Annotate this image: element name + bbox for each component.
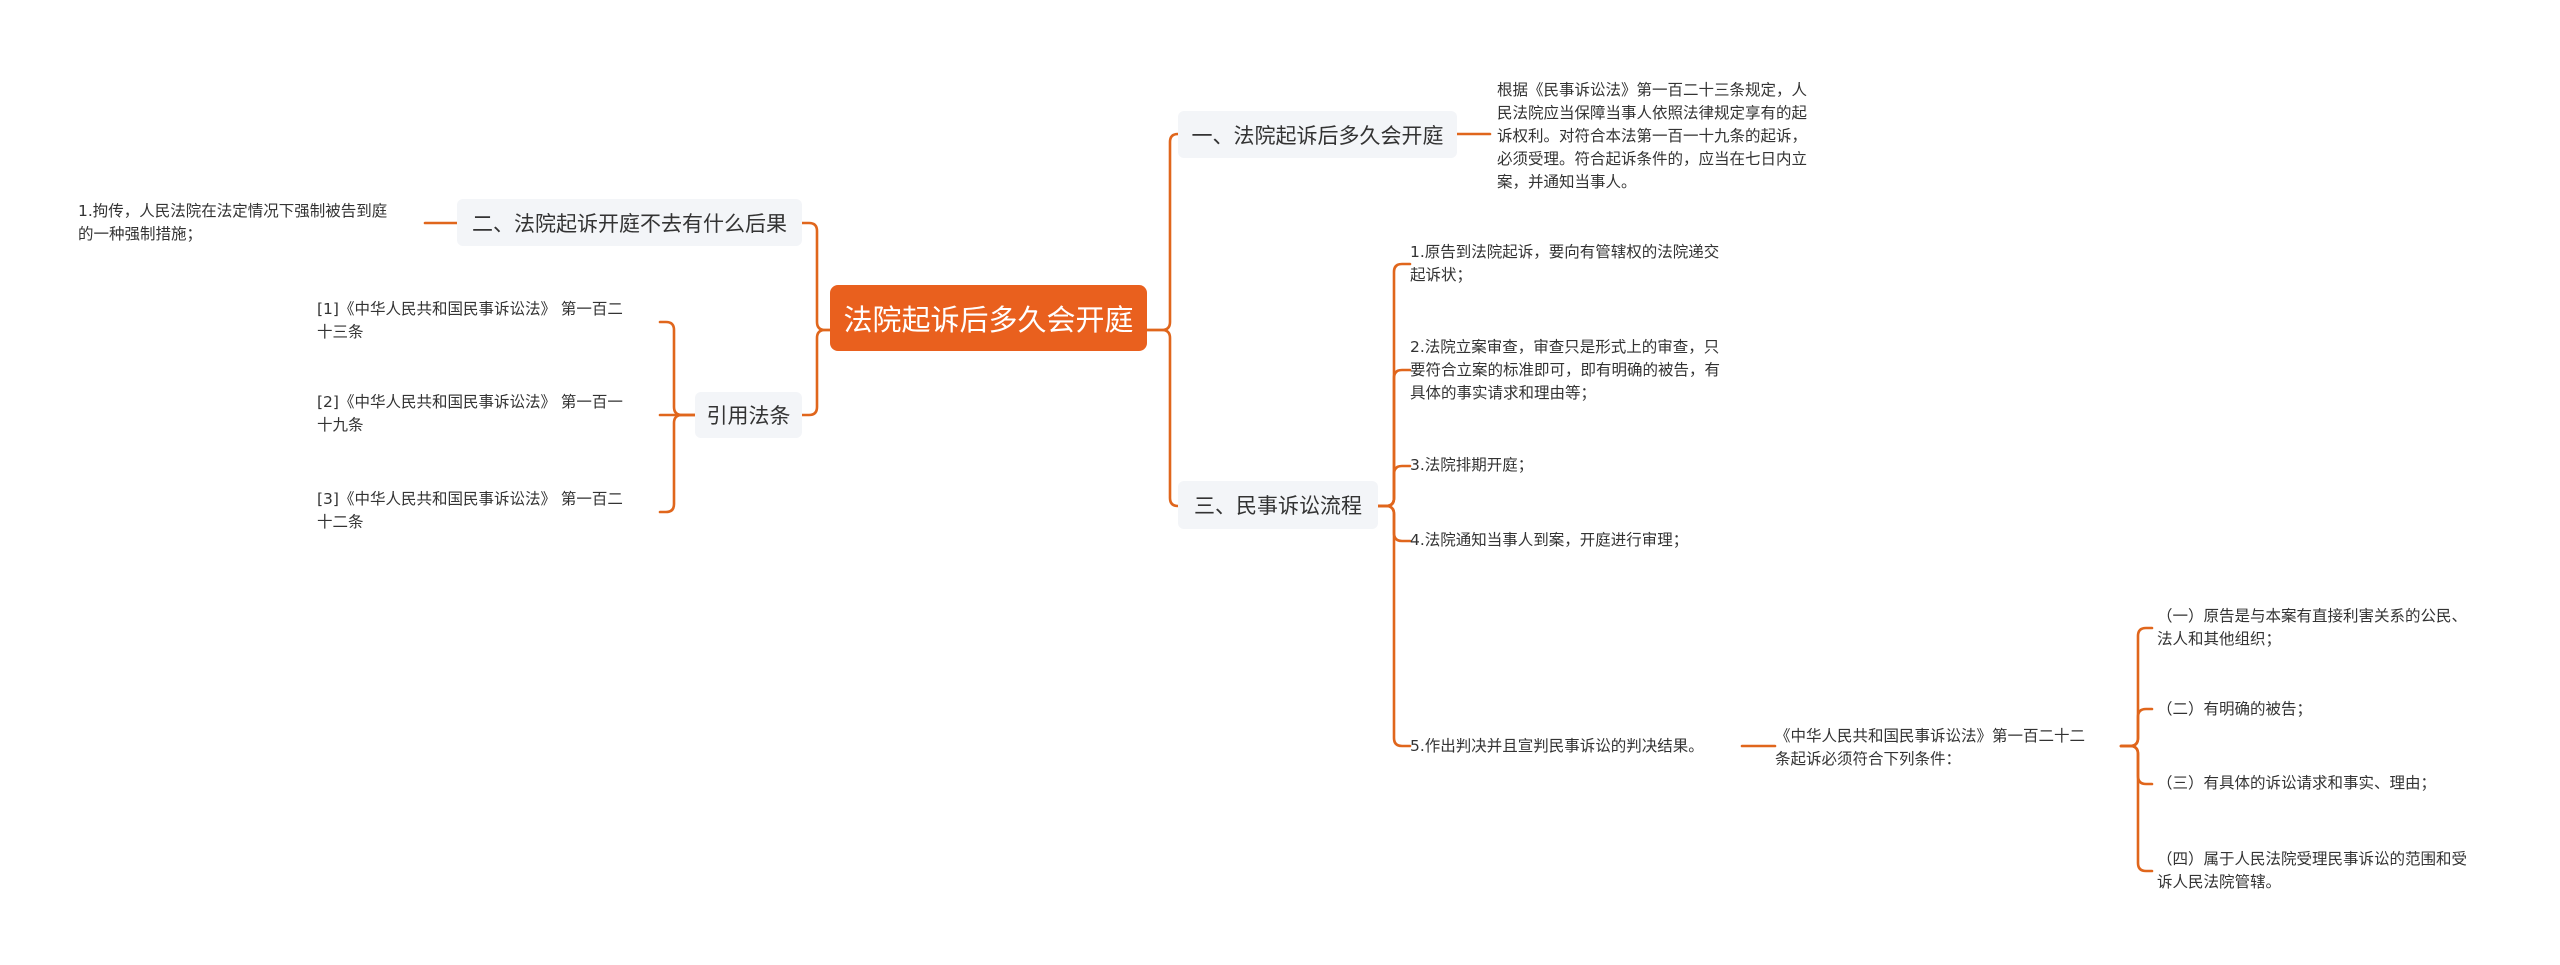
connector-root-b3 xyxy=(1145,328,1190,508)
connector-b3-step2 xyxy=(1376,368,1412,508)
branch-cited-laws[interactable]: 引用法条 xyxy=(695,392,802,438)
connector-root-b1 xyxy=(1145,132,1190,332)
filing-condition: （一）原告是与本案有直接利害关系的公民、 法人和其他组织； xyxy=(2157,607,2468,648)
connector-b4-ref1 xyxy=(658,320,697,417)
procedure-step5-law: 《中华人民共和国民事诉讼法》第一百二十二 条起诉必须符合下列条件： xyxy=(1775,727,2086,768)
filing-condition: （四）属于人民法院受理民事诉讼的范围和受 诉人民法院管辖。 xyxy=(2157,850,2468,891)
connector-child-cond3 xyxy=(2119,744,2154,786)
branch-court-hearing-time[interactable]: 一、法院起诉后多久会开庭 xyxy=(1178,111,1457,158)
connector-b3-step5 xyxy=(1376,504,1412,748)
procedure-step: 3.法院排期开庭； xyxy=(1410,456,1534,474)
connector-b3-step1 xyxy=(1376,262,1412,508)
root-node[interactable]: 法院起诉后多久会开庭 xyxy=(830,285,1147,351)
procedure-step: 1.原告到法院起诉，要向有管辖权的法院递交 起诉状； xyxy=(1410,243,1720,284)
connector-b3-step3 xyxy=(1376,464,1412,508)
procedure-step: 2.法院立案审查，审查只是形式上的审查，只 要符合立案的标准即可，即有明确的被告… xyxy=(1410,338,1721,402)
branch-absence-consequence-detail: 1.拘传，人民法院在法定情况下强制被告到庭 的一种强制措施； xyxy=(78,202,388,243)
branch-civil-procedure[interactable]: 三、民事诉讼流程 xyxy=(1178,481,1378,529)
connector-child-cond4 xyxy=(2119,744,2154,873)
connector-child-cond1 xyxy=(2119,626,2154,748)
cited-law-item: [2]《中华人民共和国民事诉讼法》 第一百一 十九条 xyxy=(317,393,623,434)
branch-court-hearing-time-detail: 根据《民事诉讼法》第一百二十三条规定，人 民法院应当保障当事人依照法律规定享有的… xyxy=(1497,81,1808,191)
cited-law-item: [3]《中华人民共和国民事诉讼法》 第一百二 十二条 xyxy=(317,490,623,531)
cited-law-item: [1]《中华人民共和国民事诉讼法》 第一百二 十三条 xyxy=(317,300,623,341)
procedure-step: 4.法院通知当事人到案，开庭进行审理； xyxy=(1410,531,1689,549)
connector-b3-step4 xyxy=(1376,504,1412,543)
connector-child-cond2 xyxy=(2119,707,2154,748)
filing-condition: （二）有明确的被告； xyxy=(2157,700,2313,718)
filing-condition: （三）有具体的诉讼请求和事实、理由； xyxy=(2157,774,2437,792)
procedure-step: 5.作出判决并且宣判民事诉讼的判决结果。 xyxy=(1410,737,1704,755)
branch-absence-consequence[interactable]: 二、法院起诉开庭不去有什么后果 xyxy=(457,199,802,246)
connector-b4-ref3 xyxy=(658,413,697,514)
